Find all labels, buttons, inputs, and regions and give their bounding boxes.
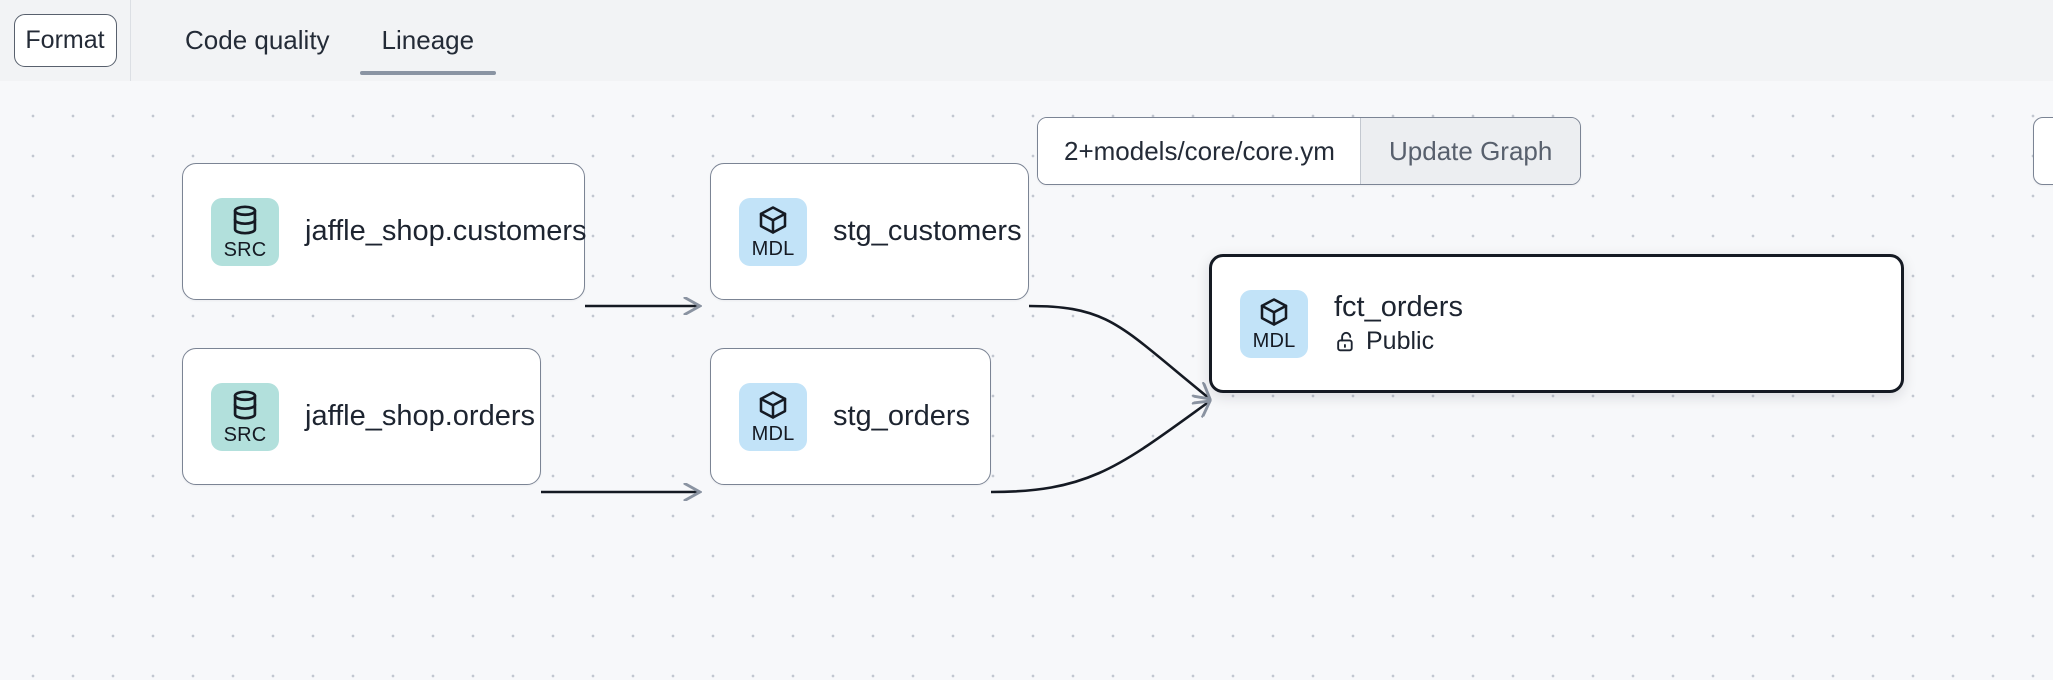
badge-label: MDL bbox=[751, 238, 795, 260]
node-access-label: Public bbox=[1366, 327, 1435, 356]
node-title: jaffle_shop.orders bbox=[305, 399, 536, 432]
database-icon bbox=[233, 205, 257, 235]
badge-label: SRC bbox=[223, 424, 267, 446]
badge-label: SRC bbox=[223, 239, 267, 261]
badge-label: MDL bbox=[751, 423, 795, 445]
unlock-icon bbox=[1337, 332, 1353, 352]
format-button-container: Format bbox=[0, 0, 131, 81]
database-icon bbox=[233, 390, 257, 420]
node-src-orders[interactable]: SRC jaffle_shop.orders bbox=[182, 348, 541, 485]
cube-icon bbox=[1260, 298, 1288, 326]
node-stg-orders[interactable]: MDL stg_orders bbox=[710, 348, 991, 485]
node-title: jaffle_shop.customers bbox=[305, 214, 587, 247]
node-access: Public bbox=[1334, 327, 1463, 356]
badge-src: SRC bbox=[211, 382, 279, 451]
node-body: stg_orders bbox=[833, 400, 970, 433]
update-graph-button[interactable]: Update Graph bbox=[1360, 118, 1581, 184]
node-stg-customers[interactable]: MDL stg_customers bbox=[710, 163, 1029, 300]
overflow-control[interactable] bbox=[2033, 117, 2053, 185]
node-title: stg_customers bbox=[833, 214, 1022, 247]
lineage-canvas[interactable]: SRC jaffle_shop.customers SRC jaffle_sho… bbox=[0, 81, 2053, 680]
node-body: jaffle_shop.customers bbox=[305, 215, 587, 248]
edge-stg-customers-to-fct-orders bbox=[1028, 304, 1210, 399]
node-title: stg_orders bbox=[833, 399, 971, 432]
node-body: stg_customers bbox=[833, 215, 1022, 248]
badge-src: SRC bbox=[211, 197, 279, 266]
edge-stg-orders-to-fct-orders bbox=[990, 401, 1210, 494]
tab-code-quality[interactable]: Code quality bbox=[185, 25, 330, 55]
node-fct-orders[interactable]: MDL fct_orders Public bbox=[1209, 254, 1904, 393]
node-src-customers[interactable]: SRC jaffle_shop.customers bbox=[182, 163, 587, 300]
badge-label: MDL bbox=[1252, 330, 1296, 352]
badge-mdl: MDL bbox=[739, 382, 807, 451]
tab-bar: Code quality Lineage bbox=[131, 0, 526, 81]
node-body: fct_orders Public bbox=[1334, 291, 1463, 356]
badge-mdl: MDL bbox=[1240, 289, 1308, 358]
node-title: fct_orders bbox=[1334, 290, 1463, 323]
selector-input[interactable] bbox=[1038, 118, 1360, 184]
cube-icon bbox=[759, 391, 787, 419]
edge-layer bbox=[541, 81, 2053, 680]
selector-toolbar: Update Graph bbox=[1037, 117, 1582, 185]
node-body: jaffle_shop.orders bbox=[305, 400, 535, 433]
tab-lineage[interactable]: Lineage bbox=[359, 0, 496, 81]
badge-mdl: MDL bbox=[739, 197, 807, 266]
cube-icon bbox=[759, 206, 787, 234]
format-button[interactable]: Format bbox=[13, 14, 117, 67]
toolbar-header: Format Code quality Lineage bbox=[0, 0, 2053, 81]
